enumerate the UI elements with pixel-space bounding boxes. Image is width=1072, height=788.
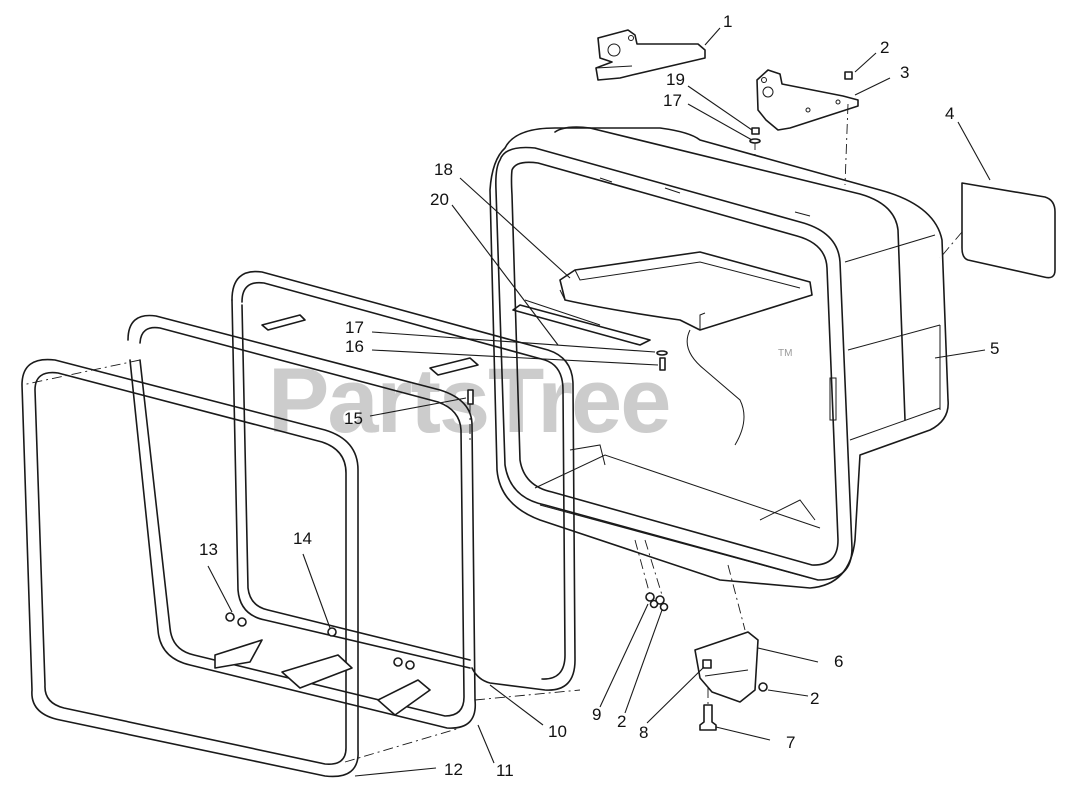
bottom-hardware xyxy=(634,539,768,731)
foot-plates xyxy=(214,612,431,716)
bracket-right xyxy=(754,69,859,186)
callout-1: 1 xyxy=(723,12,732,31)
brace-strap xyxy=(512,304,651,346)
callout-10: 10 xyxy=(548,722,567,741)
callout-2-bottom: 2 xyxy=(617,712,626,731)
callout-labels: 1 2 3 19 17 4 18 20 17 16 15 5 13 14 6 2… xyxy=(199,12,999,780)
decal-plate xyxy=(961,182,1056,279)
callout-14: 14 xyxy=(293,529,312,548)
callout-11: 11 xyxy=(496,761,514,780)
frame-tube-rear xyxy=(231,270,576,691)
callout-6: 6 xyxy=(834,652,843,671)
callout-4: 4 xyxy=(945,104,954,123)
support-tray xyxy=(559,251,813,331)
callout-5: 5 xyxy=(990,339,999,358)
callout-7: 7 xyxy=(786,733,795,752)
bracket-left xyxy=(595,29,706,81)
callout-19: 19 xyxy=(666,70,685,89)
callout-3: 3 xyxy=(900,63,909,82)
enclosure-housing xyxy=(489,126,949,589)
callout-17-mid: 17 xyxy=(345,318,364,337)
callout-9: 9 xyxy=(592,705,601,724)
callout-13: 13 xyxy=(199,540,218,559)
callout-15: 15 xyxy=(344,409,363,428)
trademark-symbol: TM xyxy=(778,348,792,359)
callout-16: 16 xyxy=(345,337,364,356)
callout-8: 8 xyxy=(639,723,648,742)
callout-17-top: 17 xyxy=(663,91,682,110)
middle-hardware xyxy=(467,350,668,440)
leader-lines xyxy=(207,27,991,777)
callout-20: 20 xyxy=(430,190,449,209)
callout-2-right: 2 xyxy=(810,689,819,708)
top-hardware xyxy=(749,71,853,144)
frame-tube-front xyxy=(21,358,581,778)
callout-18: 18 xyxy=(434,160,453,179)
callout-2-top: 2 xyxy=(880,38,889,57)
callout-12: 12 xyxy=(444,760,463,779)
